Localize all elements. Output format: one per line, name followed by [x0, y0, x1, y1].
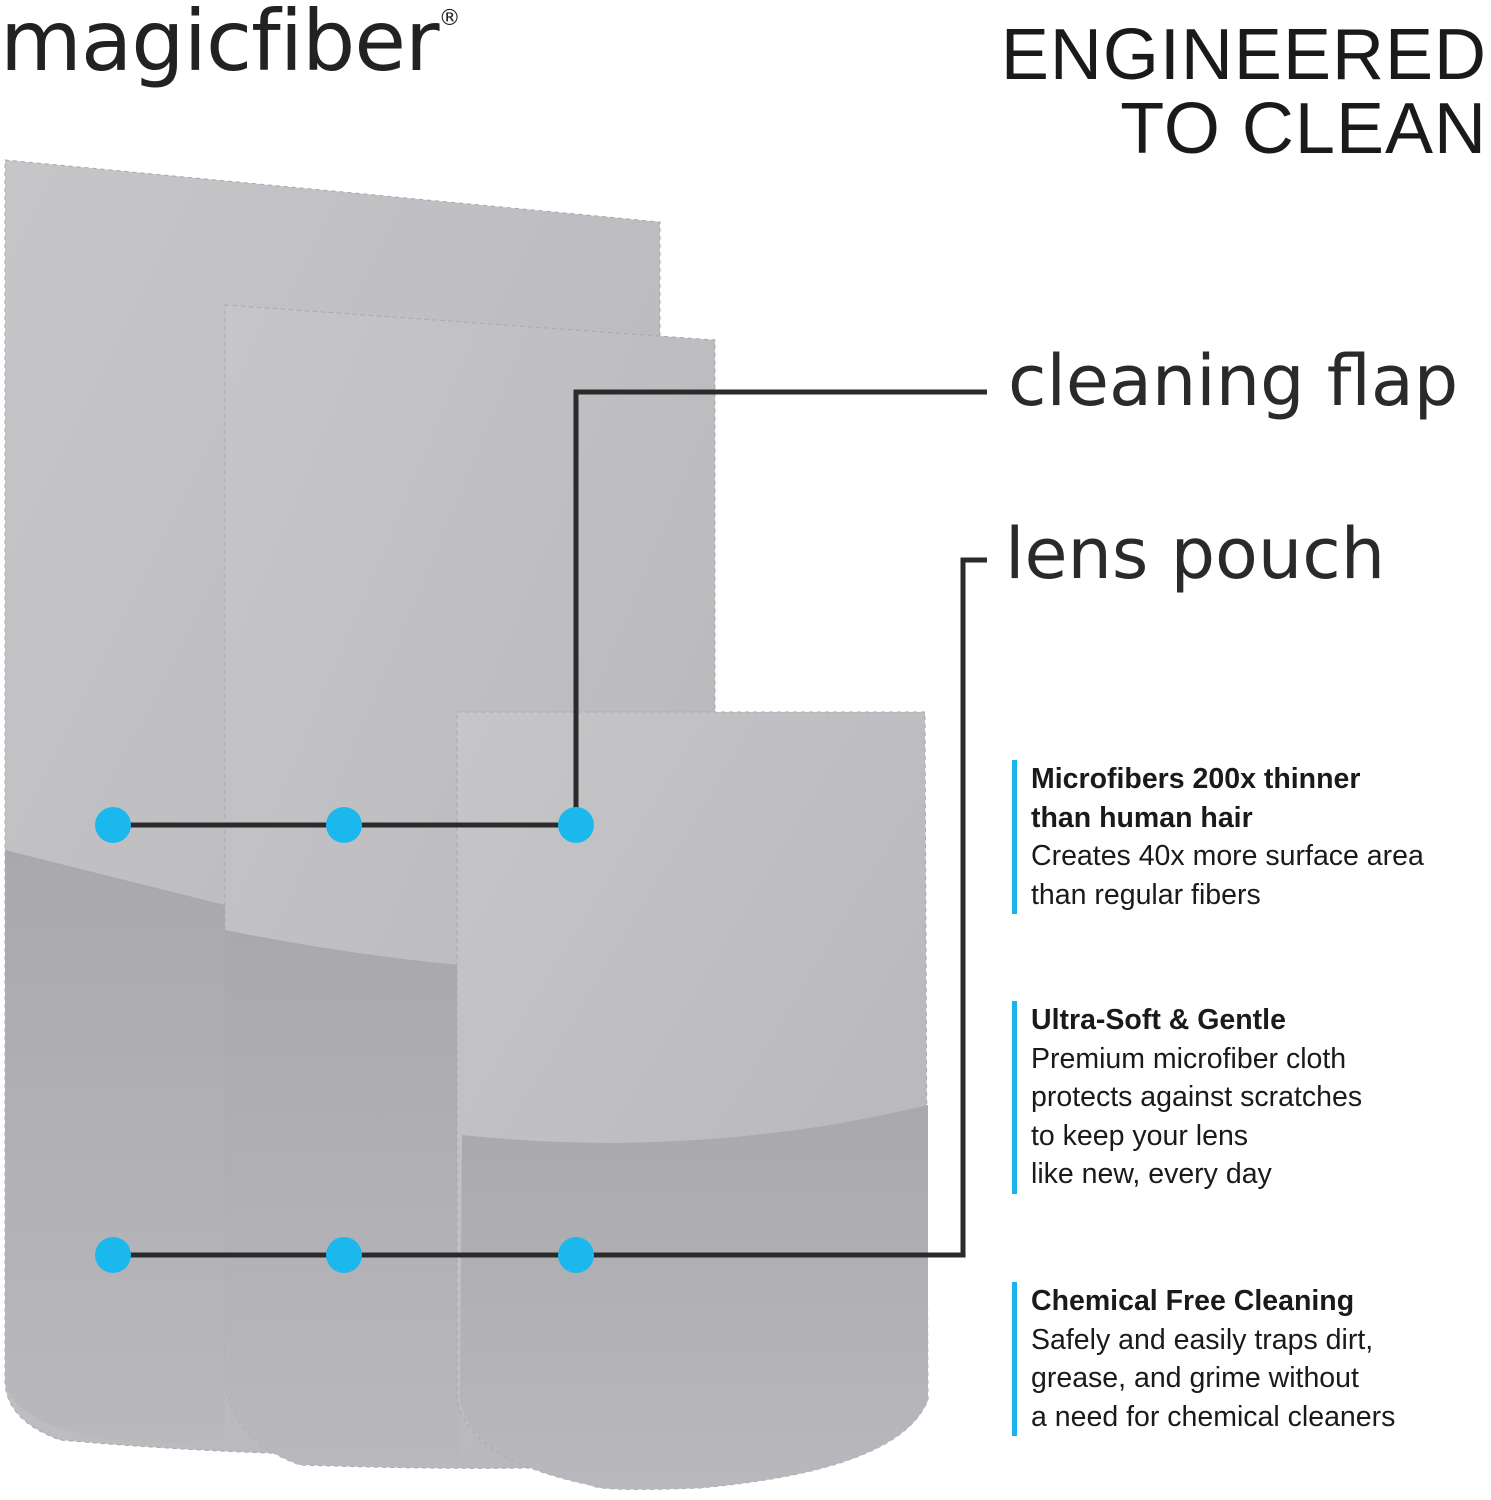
feature-body: Creates 40x more surface area [1031, 840, 1424, 872]
headline-line: ENGINEERED [1000, 15, 1487, 95]
flap-dot [558, 807, 594, 843]
cleaning-flap-label: cleaning flap [1008, 340, 1459, 422]
brand-logo: magicfiber® [0, 0, 461, 90]
flap-dot [95, 807, 131, 843]
feature-body: like new, every day [1031, 1158, 1272, 1190]
feature-ultra-soft: Ultra-Soft & Gentle Premium microfiber c… [1012, 1001, 1362, 1194]
feature-microfibers: Microfibers 200x thinner than human hair… [1012, 760, 1424, 914]
registered-mark: ® [438, 6, 461, 31]
feature-body: a need for chemical cleaners [1031, 1400, 1396, 1433]
pouch-dot [95, 1237, 131, 1273]
pouch-dot [558, 1237, 594, 1273]
pouch-dot [326, 1237, 362, 1273]
feature-title: Ultra-Soft & Gentle [1031, 1004, 1286, 1036]
feature-title: than human hair [1031, 801, 1253, 834]
feature-title: Chemical Free Cleaning [1031, 1285, 1355, 1317]
feature-chemical-free: Chemical Free Cleaning Safely and easily… [1012, 1282, 1395, 1436]
lens-pouch-label: lens pouch [1005, 513, 1386, 595]
flap-dot [326, 807, 362, 843]
feature-body: than regular fibers [1031, 878, 1261, 911]
pouch-leader-line [113, 557, 987, 1258]
feature-body: Safely and easily traps dirt, [1031, 1323, 1374, 1356]
headline-line: TO CLEAN [1120, 89, 1487, 169]
feature-title: Microfibers 200x thinner [1031, 763, 1361, 795]
feature-body: protects against scratches [1031, 1081, 1363, 1113]
headline: ENGINEERED TO CLEAN [1001, 18, 1487, 166]
brand-name: magicfiber [0, 0, 440, 90]
feature-body: to keep your lens [1031, 1119, 1249, 1152]
feature-body: grease, and grime without [1031, 1362, 1359, 1394]
small-cloth [456, 711, 929, 1490]
feature-body: Premium microfiber cloth [1031, 1042, 1347, 1075]
